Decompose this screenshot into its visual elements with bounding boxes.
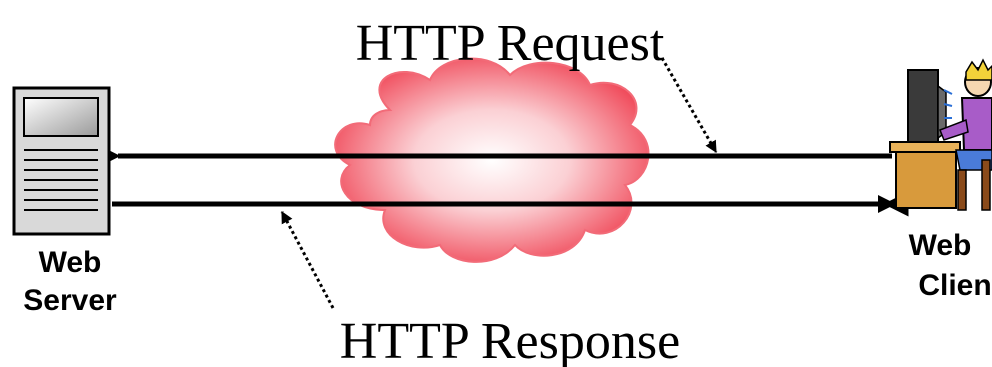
- server-label-line1: Web: [39, 246, 102, 279]
- internet-cloud-icon: [334, 57, 650, 263]
- response-callout-pointer: [280, 210, 335, 309]
- response-label: HTTP Response: [340, 313, 680, 367]
- request-label: HTTP Request: [356, 15, 665, 72]
- response-arrowhead: [878, 195, 896, 213]
- client-label-line1: Web: [909, 229, 972, 262]
- client-label-line2: Client: [918, 269, 992, 302]
- server-label-line2: Server: [23, 284, 117, 317]
- request-callout-pointer: [660, 57, 718, 154]
- person-at-computer-icon: [889, 58, 992, 211]
- web-server-tower-icon: [12, 86, 111, 236]
